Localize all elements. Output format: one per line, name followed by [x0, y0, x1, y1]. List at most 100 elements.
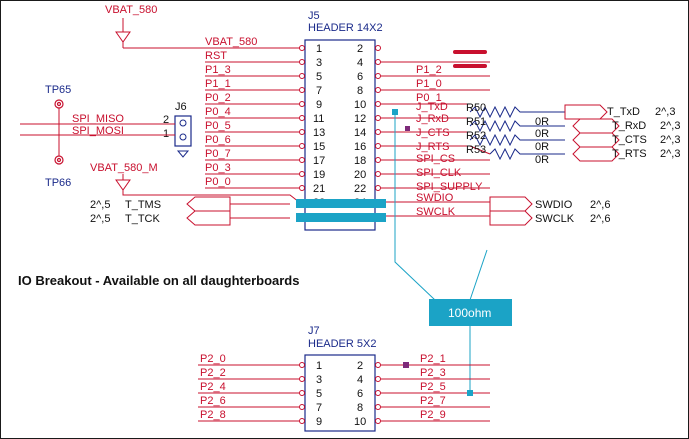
section-heading: IO Breakout - Available on all daughterb…: [18, 273, 299, 288]
j5-body: [304, 39, 376, 231]
r50-ref: R50: [466, 102, 486, 114]
r51-ref: R51: [466, 116, 486, 128]
t-tms-label: T_TMS: [125, 199, 161, 211]
net-swclk: SWCLK: [416, 206, 456, 218]
j5-ref: J5: [308, 10, 320, 22]
svg-text:8: 8: [357, 402, 363, 414]
svg-text:3: 3: [316, 374, 322, 386]
tp65-label: TP65: [45, 84, 71, 96]
svg-text:7: 7: [316, 402, 322, 414]
net-p0-2: P0_2: [205, 92, 231, 104]
t-tck-label: T_TCK: [125, 213, 161, 225]
j7-left-nets: P2_0 P2_2 P2_4 P2_6 P2_8: [200, 353, 226, 421]
j5-pin-18: 18: [354, 155, 366, 167]
svg-text:6: 6: [357, 388, 363, 400]
net-p0-5: P0_5: [205, 120, 231, 132]
teal-bar-top: [296, 199, 386, 208]
t-rxd-sheet: 2^,3: [660, 120, 680, 132]
r53-val: 0R: [535, 154, 549, 166]
spi-mosi-label: SPI_MOSI: [72, 125, 124, 137]
j6-pin1: 1: [163, 128, 169, 140]
svg-text:P2_5: P2_5: [420, 381, 446, 393]
t-rxd-label: T_RxD: [612, 120, 646, 132]
vbat-top-label: VBAT_580: [105, 4, 157, 16]
j5-right-nets: P1_2 P1_0 P0_1 J_TxD J_RxD J_CTS J_RTS S…: [416, 64, 483, 218]
j5-left-pins: 1 3 5 7 9 11 13 15 17 19 21 23: [313, 43, 325, 209]
t-rts-label: T_RTS: [612, 148, 647, 160]
r51-val: 0R: [535, 128, 549, 140]
teal-bar-bottom: [296, 213, 386, 222]
net-j-rxd: J_RxD: [416, 113, 449, 125]
t-txd-sheet: 2^,3: [655, 106, 675, 118]
j5-pin-8: 8: [357, 85, 363, 97]
j5-pin-4: 4: [357, 57, 363, 69]
net-j-txd: J_TxD: [416, 101, 448, 113]
t-cts-sheet: 2^,3: [660, 134, 680, 146]
j5-name: HEADER 14X2: [308, 22, 383, 34]
net-spi-clk: SPI_CLK: [416, 167, 462, 179]
resistors-zigzags: [469, 105, 565, 161]
svg-text:P2_2: P2_2: [200, 367, 226, 379]
j5-pin-11: 11: [313, 113, 324, 125]
svg-text:P2_4: P2_4: [200, 381, 226, 393]
j5-pin-22: 22: [354, 183, 366, 195]
j5-pin-5: 5: [316, 71, 322, 83]
net-p0-1: P0_1: [416, 92, 442, 104]
r50-val: 0R: [535, 116, 549, 128]
svg-text:P2_6: P2_6: [200, 395, 226, 407]
j7-left-pins: 1 3 5 7 9: [316, 360, 322, 428]
vbat-top-symbol: [115, 31, 131, 43]
j7-right-nets: P2_1 P2_3 P2_5 P2_7 P2_9: [420, 353, 446, 421]
net-rst: RST: [205, 50, 227, 62]
j7-right-pins: 2 4 6 8 10: [354, 360, 366, 428]
t-txd-label: T_TxD: [607, 106, 640, 118]
net-j-cts: J_CTS: [416, 127, 450, 139]
j5-pin-21: 21: [313, 183, 325, 195]
t-cts-label: T_CTS: [612, 134, 647, 146]
j5-pin-17: 17: [313, 155, 325, 167]
svg-text:P2_9: P2_9: [420, 409, 446, 421]
net-swdio: SWDIO: [416, 192, 454, 204]
j7-ref: J7: [308, 325, 320, 337]
net-spi-supply: SPI_SUPPLY: [416, 181, 483, 193]
net-p1-2: P1_2: [416, 64, 442, 76]
t-tms-sheet: 2^,5: [90, 199, 110, 211]
j5-pin-14: 14: [354, 127, 366, 139]
t-rts-sheet: 2^,3: [660, 148, 680, 160]
net-p1-1: P1_1: [205, 78, 231, 90]
j6-body: [174, 115, 192, 147]
net-vbat580: VBAT_580: [205, 36, 257, 48]
j5-pin-20: 20: [354, 169, 366, 181]
net-p0-7: P0_7: [205, 148, 231, 160]
svg-text:P2_0: P2_0: [200, 353, 226, 365]
j5-left-nets: VBAT_580 RST P1_3 P1_1 P0_2 P0_4 P0_5 P0…: [205, 36, 257, 188]
j5-pin-2: 2: [357, 43, 363, 55]
svg-text:5: 5: [316, 388, 322, 400]
t-port-arrows: [564, 104, 620, 162]
swclk-sheet: 2^,6: [590, 213, 610, 225]
j5-pin-13: 13: [313, 127, 325, 139]
svg-text:10: 10: [354, 416, 366, 428]
j5-pin-6: 6: [357, 71, 363, 83]
j5-pin-15: 15: [313, 141, 325, 153]
swdio-label: SWDIO: [535, 199, 573, 211]
j5-pin-7: 7: [316, 85, 322, 97]
svg-text:P2_3: P2_3: [420, 367, 446, 379]
net-p0-3: P0_3: [205, 162, 231, 174]
spi-miso-label: SPI_MISO: [72, 113, 124, 125]
impedance-text: 100ohm: [448, 306, 491, 320]
r52-val: 0R: [535, 141, 549, 153]
j5-pin-3: 3: [316, 57, 322, 69]
tp66-label: TP66: [45, 177, 71, 189]
svg-text:P2_1: P2_1: [420, 353, 446, 365]
j5-pin-12: 12: [354, 113, 366, 125]
impedance-annotation: [429, 299, 512, 326]
net-j-rts: J_RTS: [416, 141, 449, 153]
j6-pin2: 2: [163, 114, 169, 126]
r53-ref: R53: [466, 144, 486, 156]
j6-ref: J6: [175, 101, 187, 113]
j5-right-pins: 2 4 6 8 10 12 14 16 18 20 22 24: [354, 43, 366, 209]
svg-text:P2_8: P2_8: [200, 409, 226, 421]
j7-name: HEADER 5X2: [308, 338, 376, 350]
